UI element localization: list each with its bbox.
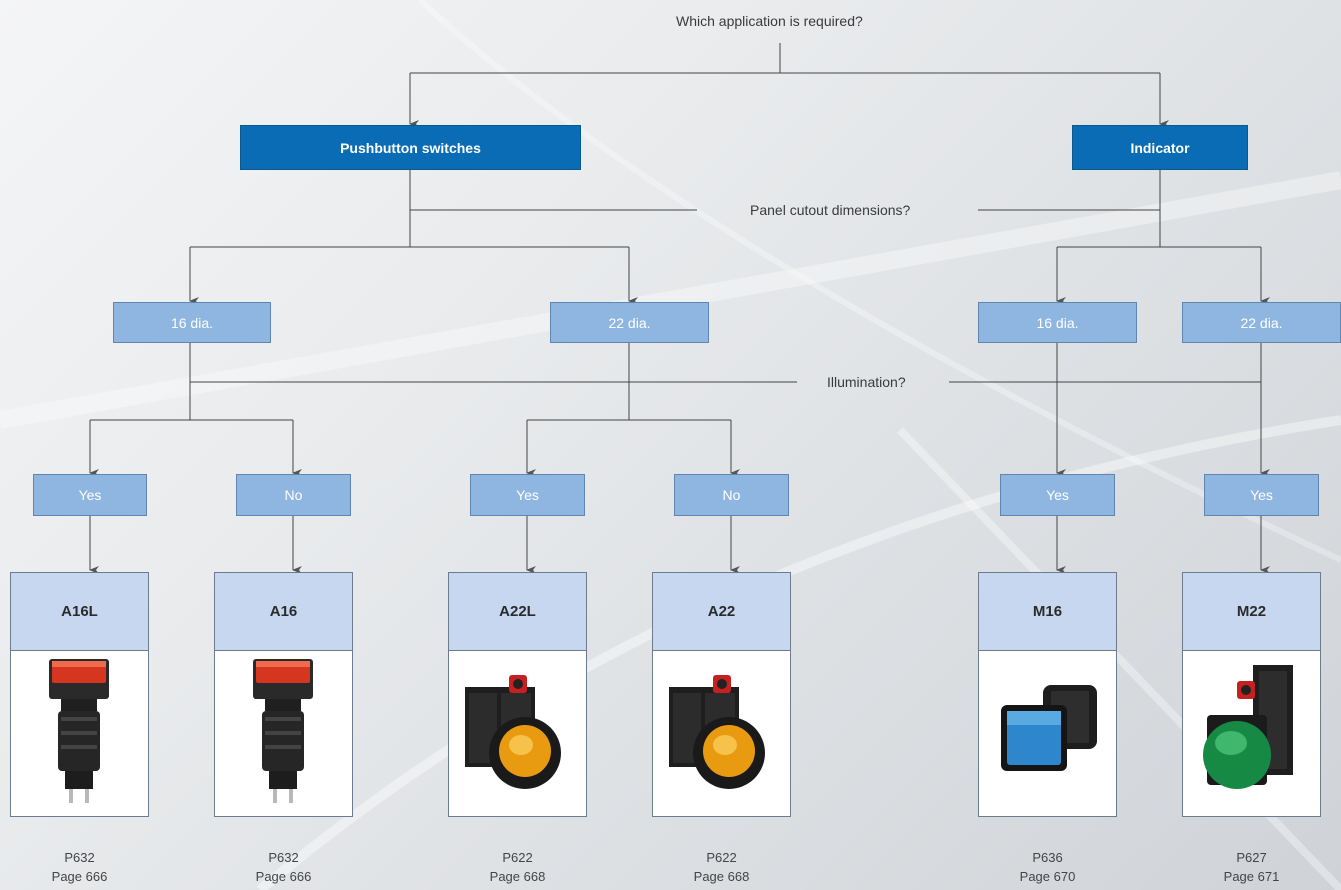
product-name: A16: [215, 573, 352, 651]
illumination-answer-box: Yes: [1204, 474, 1319, 516]
pushbutton-16-dia-box: 16 dia.: [113, 302, 271, 343]
product-page: Page 670: [1019, 869, 1076, 884]
product-ref-code: P632: [268, 850, 299, 865]
product-card-m16[interactable]: M16: [978, 572, 1117, 817]
product-name: M16: [979, 573, 1116, 651]
illumination-answer-box: No: [236, 474, 351, 516]
product-card-a22[interactable]: A22: [652, 572, 791, 817]
illumination-answer-box: Yes: [33, 474, 147, 516]
page-reference: P636 Page 670: [978, 848, 1117, 886]
page-reference: P622 Page 668: [448, 848, 587, 886]
illumination-answer-box: Yes: [1000, 474, 1115, 516]
illumination-question: Illumination?: [827, 374, 906, 390]
product-ref-code: P627: [1236, 850, 1267, 865]
red-square-pushbutton-icon: [253, 659, 313, 803]
blue-square-indicator-icon: [1001, 685, 1097, 771]
page-reference: P627 Page 671: [1182, 848, 1321, 886]
indicator-16-dia-box: 16 dia.: [978, 302, 1137, 343]
indicator-22-dia-box: 22 dia.: [1182, 302, 1341, 343]
product-card-a22l[interactable]: A22L: [448, 572, 587, 817]
red-square-pushbutton-icon: [49, 659, 109, 803]
product-ref-code: P636: [1032, 850, 1063, 865]
product-page: Page 666: [255, 869, 312, 884]
green-round-indicator-icon: [1203, 665, 1293, 789]
panel-cutout-question: Panel cutout dimensions?: [750, 202, 911, 218]
product-page: Page 668: [489, 869, 546, 884]
indicator-box: Indicator: [1072, 125, 1248, 170]
product-ref-code: P632: [64, 850, 95, 865]
product-name: A22L: [449, 573, 586, 651]
product-card-a16l[interactable]: A16L: [10, 572, 149, 817]
page-reference: P632 Page 666: [214, 848, 353, 886]
illumination-answer-box: No: [674, 474, 789, 516]
page-reference: P622 Page 668: [652, 848, 791, 886]
product-ref-code: P622: [502, 850, 533, 865]
pushbutton-22-dia-box: 22 dia.: [550, 302, 709, 343]
product-name: M22: [1183, 573, 1320, 651]
product-card-a16[interactable]: A16: [214, 572, 353, 817]
page-reference: P632 Page 666: [10, 848, 149, 886]
orange-round-pushbutton-icon: [669, 675, 765, 789]
product-page: Page 668: [693, 869, 750, 884]
product-name: A22: [653, 573, 790, 651]
application-question: Which application is required?: [676, 13, 863, 29]
pushbutton-switches-box: Pushbutton switches: [240, 125, 581, 170]
product-page: Page 671: [1223, 869, 1280, 884]
product-ref-code: P622: [706, 850, 737, 865]
orange-round-pushbutton-icon: [465, 675, 561, 789]
product-name: A16L: [11, 573, 148, 651]
product-card-m22[interactable]: M22: [1182, 572, 1321, 817]
illumination-answer-box: Yes: [470, 474, 585, 516]
product-page: Page 666: [51, 869, 108, 884]
